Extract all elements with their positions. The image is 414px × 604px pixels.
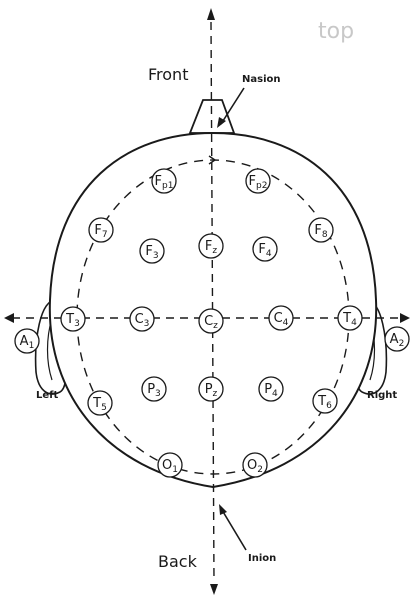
nasion-label: Nasion xyxy=(242,74,281,85)
electrode-fp1: Fp1 xyxy=(152,169,176,193)
inion-pointer-head xyxy=(219,504,227,515)
electrode-p3: P3 xyxy=(142,377,166,401)
electrode-pz: Pz xyxy=(199,377,223,401)
electrode-f3: F3 xyxy=(140,239,164,263)
electrode-a1: A1 xyxy=(15,329,39,353)
midline-arrow-top xyxy=(207,8,215,20)
electrode-c4: C4 xyxy=(269,306,293,330)
lateral-arrow-right xyxy=(400,313,410,323)
electrode-f8: F8 xyxy=(309,218,333,242)
inion-pointer xyxy=(222,510,246,550)
electrode-t5: T5 xyxy=(88,391,112,415)
electrode-t4: T4 xyxy=(338,306,362,330)
electrode-o1: O1 xyxy=(158,453,182,477)
electrode-f7: F7 xyxy=(89,218,113,242)
front-label: Front xyxy=(148,65,188,84)
electrode-p4: P4 xyxy=(259,377,283,401)
right-label: Right xyxy=(367,390,397,401)
electrode-f4: F4 xyxy=(253,237,277,261)
back-label: Back xyxy=(158,552,198,571)
midline-arrow-bottom xyxy=(210,584,218,595)
electrode-fz: Fz xyxy=(199,234,223,258)
electrode-c3: C3 xyxy=(130,307,154,331)
top-label: top xyxy=(318,19,354,44)
left-label: Left xyxy=(36,390,59,401)
electrode-t6: T6 xyxy=(313,389,337,413)
nose-shape xyxy=(190,100,234,133)
electrode-fp2: Fp2 xyxy=(246,169,270,193)
electrode-a2: A2 xyxy=(385,327,409,351)
electrode-o2: O2 xyxy=(243,453,267,477)
inion-label: Inion xyxy=(248,553,276,564)
electrode-cz: Cz xyxy=(199,309,223,333)
lateral-arrow-left xyxy=(4,313,14,323)
electrode-t3: T3 xyxy=(61,307,85,331)
